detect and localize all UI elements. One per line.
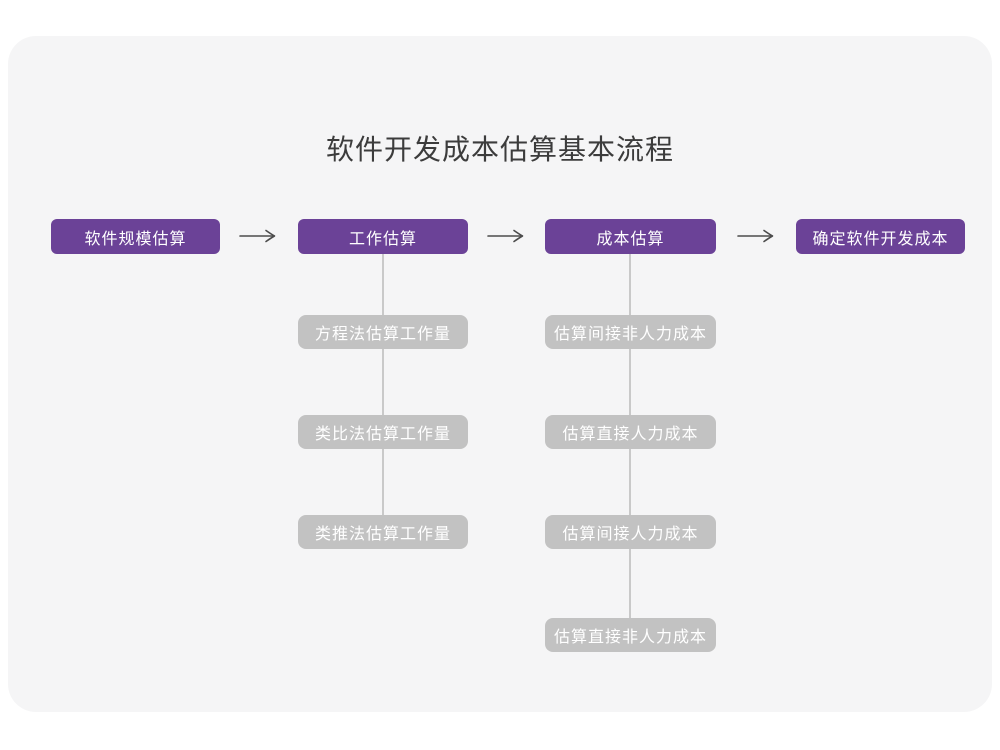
flow-node-determine-software-development-cost: 确定软件开发成本 xyxy=(796,219,965,254)
sub-node-indirect-nonlabor-cost: 估算间接非人力成本 xyxy=(545,315,716,349)
arrow-right-icon xyxy=(238,227,278,245)
sub-node-extrapolation-method: 类推法估算工作量 xyxy=(298,515,468,549)
flow-node-work-estimation: 工作估算 xyxy=(298,219,468,254)
sub-node-analogy-method: 类比法估算工作量 xyxy=(298,415,468,449)
arrow-right-icon xyxy=(736,227,776,245)
sub-node-equation-method: 方程法估算工作量 xyxy=(298,315,468,349)
diagram-card: 软件开发成本估算基本流程 软件规模估算 工作估算 成本估算 xyxy=(8,36,992,712)
sub-node-direct-nonlabor-cost: 估算直接非人力成本 xyxy=(545,618,716,652)
arrow-right-icon xyxy=(486,227,526,245)
diagram-title: 软件开发成本估算基本流程 xyxy=(325,134,674,165)
sub-node-direct-labor-cost: 估算直接人力成本 xyxy=(545,415,716,449)
sub-node-indirect-labor-cost: 估算间接人力成本 xyxy=(545,515,716,549)
flow-node-software-scale-estimation: 软件规模估算 xyxy=(51,219,220,254)
flow-node-cost-estimation: 成本估算 xyxy=(545,219,716,254)
connector-line-work-estimation xyxy=(382,254,384,516)
